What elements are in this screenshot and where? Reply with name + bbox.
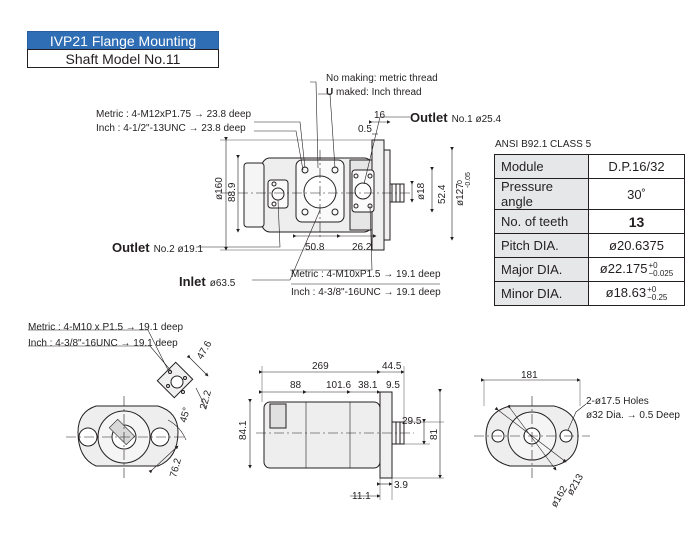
table-row: Major DIA.ø22.175+0−0.025 bbox=[494, 257, 685, 282]
mount-front-view bbox=[474, 378, 590, 478]
page-subtitle: Shaft Model No.11 bbox=[27, 49, 219, 68]
table-row: Pitch DIA.ø20.6375 bbox=[494, 233, 685, 258]
dim-38-1: 38.1 bbox=[358, 380, 378, 391]
note-inch-16unc: Inch : 4-3/8"-16UNC → 19.1 deep bbox=[291, 287, 441, 298]
side-view bbox=[248, 366, 444, 500]
dim-52-4: 52.4 bbox=[437, 184, 448, 204]
table-row: Minor DIA.ø18.63+0−0.25 bbox=[494, 281, 685, 306]
dim-50-8: 50.8 bbox=[305, 242, 325, 253]
dim-88: 88 bbox=[290, 380, 302, 391]
note-u-maked: U maked: Inch thread bbox=[326, 87, 422, 98]
dim-26-2: 26.2 bbox=[352, 242, 372, 253]
dim-45-deg: 45° bbox=[178, 406, 193, 423]
dim-29-5: 29.5 bbox=[402, 416, 422, 427]
note-holes: 2-ø17.5 Holes bbox=[586, 396, 649, 407]
dim-11-1: 11.1 bbox=[352, 491, 371, 502]
dim-101-6: 101.6 bbox=[326, 380, 351, 391]
dim-81: 81 bbox=[429, 428, 440, 440]
note-metric-m10: Metric : 4-M10xP1.5 → 19.1 deep bbox=[291, 269, 441, 280]
note-inch-16unc-b: Inch : 4-3/8"-16UNC → 19.1 deep bbox=[28, 338, 178, 349]
dim-0-5: 0.5 bbox=[358, 124, 372, 135]
note-metric-m10-b: Metric : 4-M10 x P1.5 → 19.1 deep bbox=[28, 322, 184, 333]
major-dia-value: ø22.175 bbox=[599, 261, 648, 277]
dim-d127: ø127 bbox=[455, 183, 466, 206]
page-title: IVP21 Flange Mounting bbox=[27, 31, 219, 50]
note-no-making: No making: metric thread bbox=[326, 73, 438, 84]
note-inch-12unc: Inch : 4-1/2"-13UNC → 23.8 deep bbox=[96, 123, 246, 134]
dim-181: 181 bbox=[521, 370, 538, 381]
dim-3-9: 3.9 bbox=[394, 480, 408, 491]
major-dia-tol-top: +0 bbox=[648, 260, 658, 270]
flange-end-view bbox=[28, 329, 209, 480]
minor-dia-tol-top: +0 bbox=[647, 284, 657, 294]
spline-standard: ANSI B92.1 CLASS 5 bbox=[495, 139, 592, 150]
dim-269: 269 bbox=[312, 361, 329, 372]
dim-88-9: 88.9 bbox=[227, 182, 238, 202]
dim-d18: ø18 bbox=[416, 182, 427, 200]
dim-d127-tol-bot: -0.05 bbox=[465, 172, 472, 188]
dim-16: 16 bbox=[374, 110, 386, 121]
top-pump-view bbox=[196, 81, 454, 281]
dim-d127-tol-top: 0 bbox=[457, 180, 464, 184]
minor-dia-value: ø18.63 bbox=[605, 285, 647, 301]
dim-47-6: 47.6 bbox=[195, 339, 214, 362]
major-dia-tol-bot: −0.025 bbox=[648, 268, 674, 278]
minor-dia-tol-bot: −0.25 bbox=[647, 292, 668, 302]
dim-22-2: 22.2 bbox=[198, 389, 214, 411]
dim-76-2: 76.2 bbox=[168, 457, 184, 479]
note-metric-m12: Metric : 4-M12xP1.75 → 23.8 deep bbox=[96, 109, 252, 120]
dim-44-5: 44.5 bbox=[382, 361, 402, 372]
dim-84-1: 84.1 bbox=[238, 420, 249, 440]
note-holes-dia: ø32 Dia. → 0.5 Deep bbox=[586, 410, 680, 421]
dim-d160: ø160 bbox=[214, 177, 225, 200]
dim-9-5: 9.5 bbox=[386, 380, 400, 391]
dim-d213: ø213 bbox=[565, 472, 586, 498]
